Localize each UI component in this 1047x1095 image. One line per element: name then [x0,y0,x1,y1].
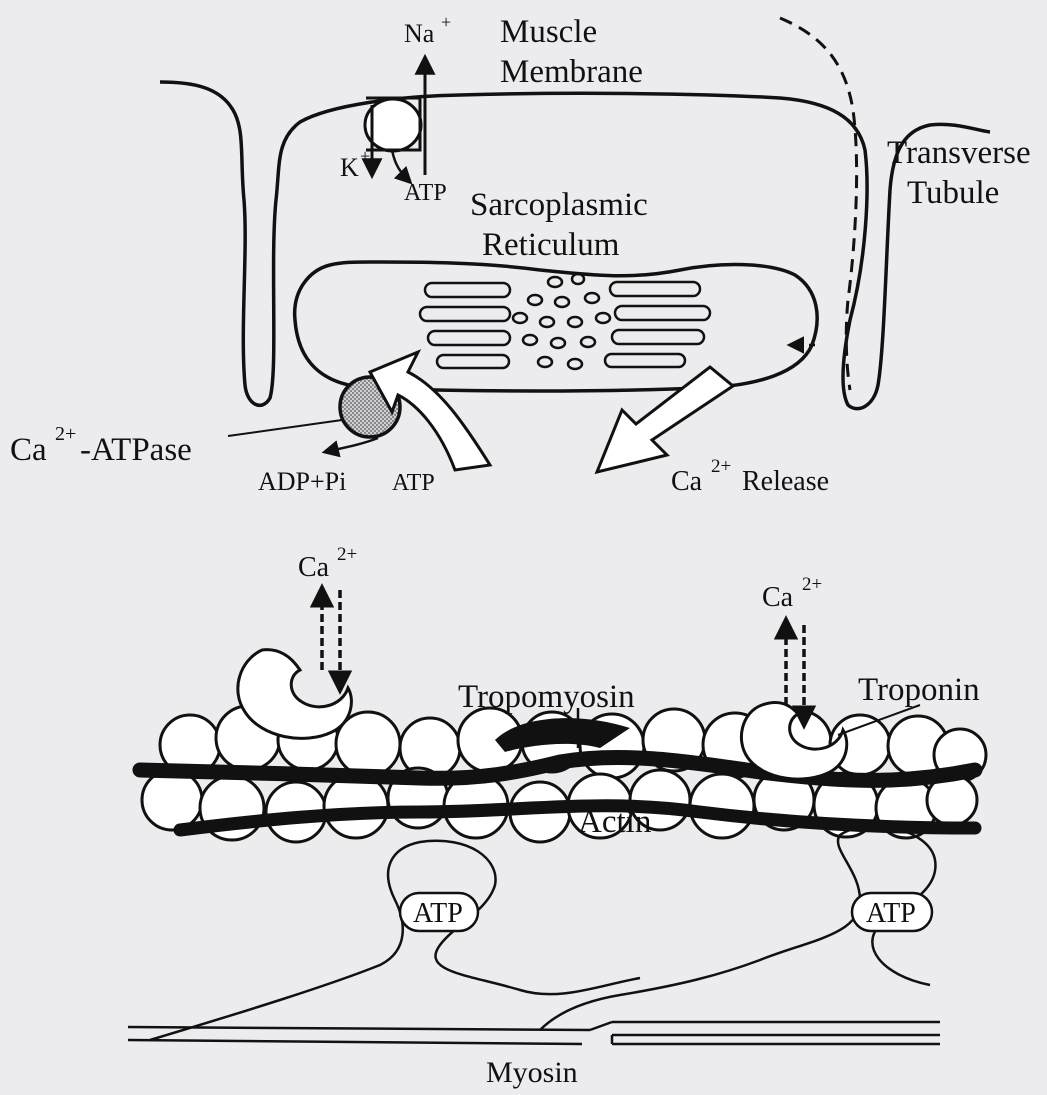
label-ca-right: Ca [762,582,794,613]
label-muscle: Muscle [500,14,597,50]
label-tubule: Tubule [907,175,999,211]
label-sarcoplasmic: Sarcoplasmic [470,187,648,223]
adp-release-arrow [325,438,378,452]
sr-tubules-right [605,282,710,367]
label-membrane: Membrane [500,54,643,90]
na-k-pump [365,58,425,182]
ca-atpase-pointer [228,420,342,436]
troponin-left [238,650,352,739]
label-ca-release: Release [742,466,829,497]
label-ca-release-charge: 2+ [711,456,731,477]
label-actin: Actin [578,804,651,840]
atp-hydrolysis-curve [392,150,410,182]
label-atp-pump: ATP [404,180,447,206]
label-k: K [340,153,359,182]
label-tropomyosin: Tropomyosin [458,679,635,715]
sr-tubules-left [420,283,510,368]
label-myosin: Myosin [486,1056,578,1089]
label-ca-left-charge: 2+ [337,544,357,565]
label-na-charge: + [441,12,451,32]
myosin-filament [128,1022,940,1044]
label-k-charge: + [360,146,370,166]
label-ca-release-prefix: Ca [671,466,703,497]
label-ca-left: Ca [298,552,330,583]
label-na: Na [404,19,435,48]
transverse-tubule-dashed [780,18,857,390]
label-ca-atpase: -ATPase [80,432,192,468]
label-ca-atpase-prefix: Ca [10,432,47,468]
label-troponin: Troponin [858,672,980,708]
label-atp-myosin-left: ATP [413,898,463,929]
label-adp-pi: ADP+Pi [258,467,346,496]
sr-vesicles [513,274,610,369]
label-atp-atpase: ATP [392,470,435,496]
label-transverse: Transverse [887,135,1031,171]
label-atp-myosin-right: ATP [866,898,916,929]
label-ca-atpase-charge: 2+ [55,423,76,445]
label-reticulum: Reticulum [482,227,620,263]
label-ca-right-charge: 2+ [802,574,822,595]
